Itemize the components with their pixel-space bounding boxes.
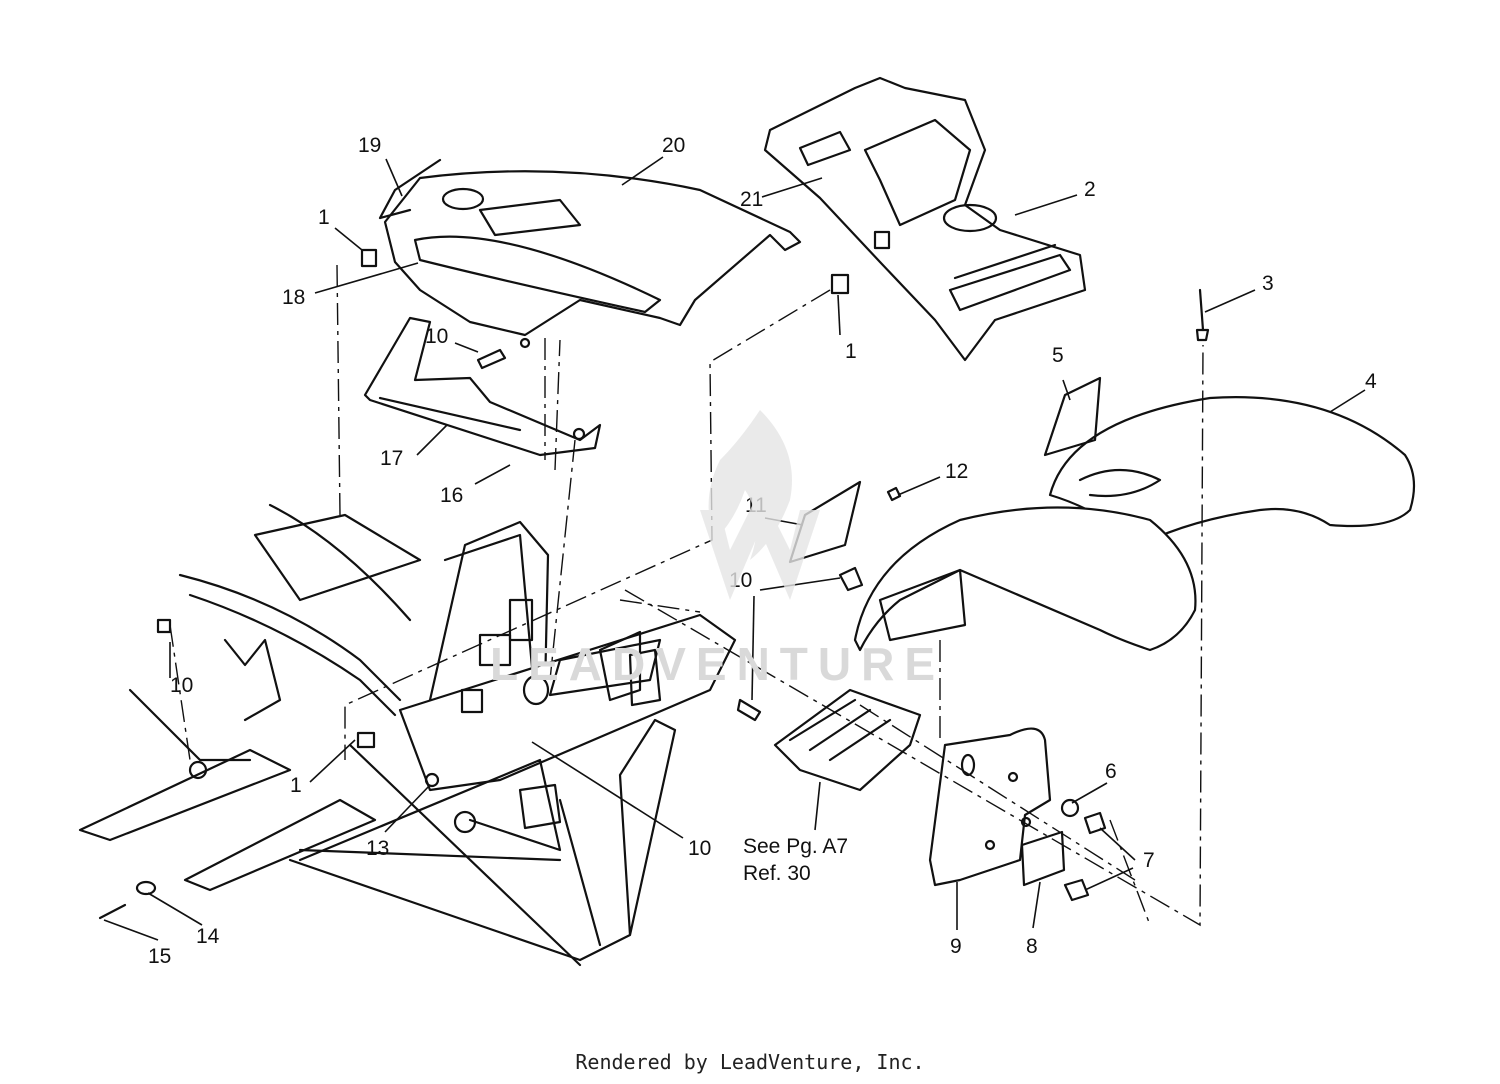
- plate-bracket: [928, 727, 1052, 887]
- callout-20: 20: [662, 134, 685, 157]
- callout-17: 17: [380, 447, 403, 470]
- callout-13: 13: [366, 837, 389, 860]
- rear-fender: [853, 506, 1197, 652]
- dash-panel: [378, 158, 802, 337]
- main-frame: [78, 503, 737, 967]
- callout-9: 9: [950, 935, 962, 958]
- callout-10: 10: [425, 325, 448, 348]
- reference-note-line2: Ref. 30: [743, 862, 811, 885]
- lower-shield: [363, 316, 602, 457]
- callout-14: 14: [196, 925, 220, 948]
- callout-1: 1: [290, 774, 302, 797]
- callout-7: 7: [1143, 849, 1155, 872]
- footer-credit: Rendered by LeadVenture, Inc.: [575, 1050, 925, 1074]
- callout-5: 5: [1052, 344, 1064, 367]
- decal-11: [788, 480, 862, 564]
- callout-10: 10: [729, 569, 752, 592]
- decal-5: [1043, 376, 1102, 457]
- leader-lines: [103, 156, 1366, 941]
- callout-21: 21: [740, 188, 763, 211]
- callout-10: 10: [170, 674, 193, 697]
- footrest-assembly: [773, 688, 922, 792]
- plate-8: [1020, 830, 1066, 887]
- callout-10: 10: [688, 837, 711, 860]
- callout-11: 11: [745, 494, 767, 517]
- callout-1: 1: [845, 340, 857, 363]
- callout-19: 19: [358, 134, 381, 157]
- callout-1: 1: [318, 206, 330, 229]
- hardware: [98, 230, 1210, 920]
- callouts: 19 20 21 2 1 18 1 10 3 5 4 17 16 12 11 1…: [148, 134, 1377, 968]
- callout-4: 4: [1365, 370, 1377, 393]
- callout-16: 16: [440, 484, 463, 507]
- callout-12: 12: [945, 460, 968, 483]
- upper-console: [763, 76, 1087, 362]
- callout-15: 15: [148, 945, 171, 968]
- callout-3: 3: [1262, 272, 1274, 295]
- reference-note-line1: See Pg. A7: [743, 835, 848, 858]
- callout-18: 18: [282, 286, 305, 309]
- callout-2: 2: [1084, 178, 1096, 201]
- callout-6: 6: [1105, 760, 1117, 783]
- callout-8: 8: [1026, 935, 1038, 958]
